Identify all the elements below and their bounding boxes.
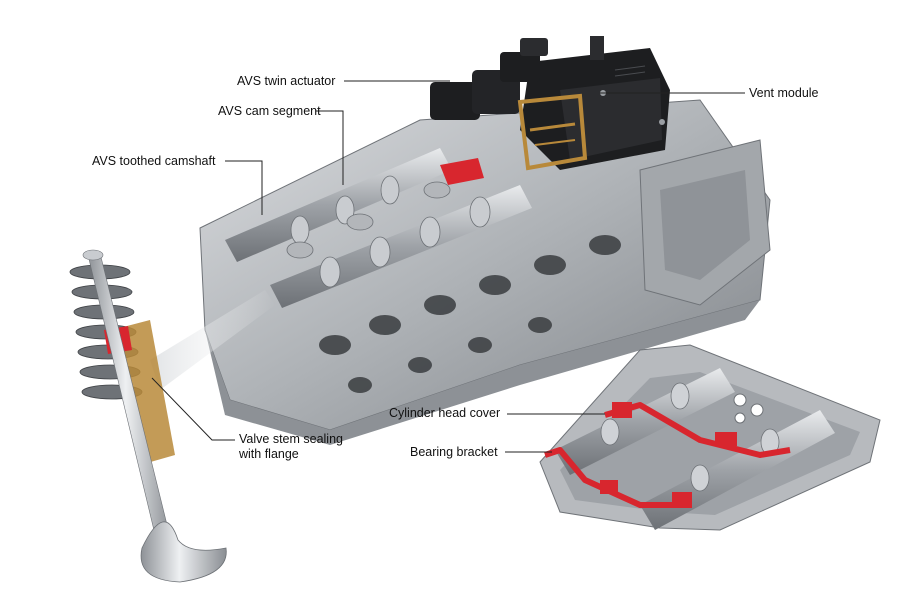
- label-valve-stem-sealing-line2: with flange: [239, 447, 299, 461]
- label-bearing-bracket: Bearing bracket: [410, 445, 498, 459]
- avs-twin-actuator-body: [430, 36, 604, 120]
- gold-cutaway: [517, 93, 588, 171]
- red-bearing-highlight: [440, 158, 484, 185]
- vent-module-body: [520, 48, 670, 170]
- camshafts: [225, 148, 532, 308]
- label-valve-stem-sealing-line1: Valve stem sealing: [239, 432, 343, 446]
- label-avs-toothed-camshaft: AVS toothed camshaft: [92, 154, 216, 168]
- label-avs-cam-segment: AVS cam segment: [218, 104, 321, 118]
- label-cylinder-head-cover: Cylinder head cover: [389, 406, 501, 420]
- cylinder-head-cover: [539, 344, 881, 531]
- label-vent-module: Vent module: [749, 86, 819, 100]
- leader-valve-stem-sealing: [151, 377, 235, 441]
- leader-avs-cam-segment: [316, 110, 344, 185]
- label-avs-twin-actuator: AVS twin actuator: [237, 74, 336, 88]
- leader-lines: [151, 80, 745, 453]
- valve-detail: [69, 249, 275, 583]
- label-valve-stem-sealing: Valve stem sealing with flange: [239, 432, 359, 462]
- leader-avs-toothed-camshaft: [225, 160, 263, 215]
